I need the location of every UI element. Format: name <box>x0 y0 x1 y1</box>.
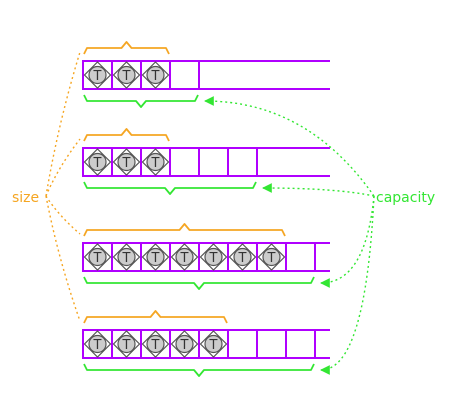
element-circle <box>146 65 165 85</box>
element-glyph: T <box>93 69 102 84</box>
element-glyph: T <box>151 338 160 353</box>
element-glyph: T <box>122 251 131 266</box>
element-diamond <box>199 330 228 358</box>
capacity-brace <box>83 94 199 108</box>
element-glyph: T <box>93 156 102 171</box>
element-circle <box>117 152 136 172</box>
capacity-link <box>320 195 375 375</box>
element-diamond <box>141 330 170 358</box>
capacity-link <box>262 183 375 197</box>
element-diamond <box>141 148 170 176</box>
element-diamond <box>141 61 170 89</box>
size-brace <box>83 223 286 237</box>
element-glyph: T <box>151 156 160 171</box>
element-circle <box>146 334 165 354</box>
element-circle <box>88 334 107 354</box>
element-glyph: T <box>180 251 189 266</box>
element-circle <box>88 152 107 172</box>
element-circle <box>204 334 223 354</box>
element-circle <box>175 334 194 354</box>
element-diamond <box>257 243 286 271</box>
element-diamond <box>112 148 141 176</box>
element-circle <box>117 65 136 85</box>
size-link <box>45 195 81 322</box>
element-glyph: T <box>209 338 218 353</box>
element-diamond <box>170 330 199 358</box>
element-diamond <box>170 243 199 271</box>
element-diamond <box>83 61 112 89</box>
element-diamond <box>141 243 170 271</box>
capacity-brace <box>83 363 315 377</box>
element-glyph: T <box>209 251 218 266</box>
element-glyph: T <box>122 156 131 171</box>
capacity-label: capacity <box>376 190 435 206</box>
element-diamond <box>112 61 141 89</box>
element-glyph: T <box>93 338 102 353</box>
size-link <box>45 138 81 197</box>
capacity-brace <box>83 276 315 290</box>
element-diamond <box>83 243 112 271</box>
size-label: size <box>12 190 39 206</box>
element-circle <box>204 247 223 267</box>
capacity-links <box>204 96 375 375</box>
size-brace <box>83 310 228 324</box>
element-diamond <box>83 148 112 176</box>
element-circle <box>146 247 165 267</box>
element-diamond <box>228 243 257 271</box>
size-link <box>45 51 81 197</box>
capacity-link <box>320 195 375 288</box>
element-glyph: T <box>238 251 247 266</box>
buffer-outline <box>82 60 330 90</box>
element-glyph: T <box>180 338 189 353</box>
element-glyph: T <box>151 251 160 266</box>
element-glyph: T <box>93 251 102 266</box>
element-circle <box>233 247 252 267</box>
size-brace <box>83 41 170 55</box>
element-circle <box>117 334 136 354</box>
element-diamond <box>112 330 141 358</box>
size-brace <box>83 128 170 142</box>
element-diamond <box>112 243 141 271</box>
element-circle <box>146 152 165 172</box>
size-link <box>45 195 81 235</box>
element-circle <box>262 247 281 267</box>
capacity-brace <box>83 181 257 195</box>
buffer-outline <box>82 242 330 272</box>
size-links <box>45 51 81 322</box>
element-circle <box>175 247 194 267</box>
element-diamond <box>83 330 112 358</box>
element-glyph: T <box>122 69 131 84</box>
buffer-outline <box>82 329 330 359</box>
element-circle <box>117 247 136 267</box>
element-glyph: T <box>151 69 160 84</box>
vectors-layer: T T T T T T T T T T T T T T T T T T <box>82 41 330 377</box>
element-circle <box>88 247 107 267</box>
element-diamond <box>199 243 228 271</box>
element-glyph: T <box>267 251 276 266</box>
element-circle <box>88 65 107 85</box>
buffer-outline <box>82 147 330 177</box>
element-glyph: T <box>122 338 131 353</box>
